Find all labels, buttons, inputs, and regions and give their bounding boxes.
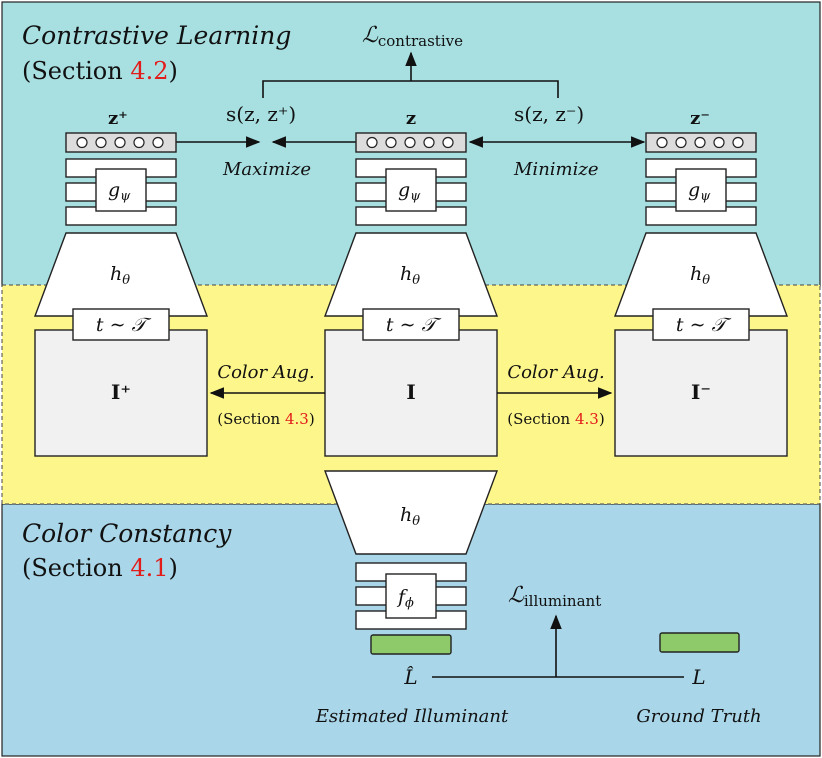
negative-embedding-unit xyxy=(732,136,744,149)
positive-branch: z⁺ gψ hθ t ∼ 𝒯 I⁺ xyxy=(33,108,209,457)
estimated-illuminant-swatch xyxy=(370,634,452,655)
positive-image-label: I⁺ xyxy=(111,380,131,404)
color-aug-section-right: (Section 4.3) xyxy=(507,410,604,428)
constancy-head-label: fϕ xyxy=(396,586,414,611)
negative-projection-head xyxy=(675,168,727,212)
anchor-encoder xyxy=(323,232,499,317)
estimate-symbol: L̂ xyxy=(403,665,417,689)
anchor-encoder-label: hθ xyxy=(400,263,420,288)
negative-projection-label: gψ xyxy=(688,179,711,204)
positive-transform-box xyxy=(72,308,170,341)
anchor-projection-head xyxy=(385,168,437,212)
constancy-head xyxy=(385,573,437,619)
positive-projection-label: gψ xyxy=(108,179,131,204)
constancy-encoder xyxy=(323,470,499,555)
positive-encoder-label: hθ xyxy=(110,263,130,288)
anchor-branch: z gψ hθ t ∼ 𝒯 I xyxy=(323,108,499,457)
similarity-positive-label: s(z, z⁺) xyxy=(226,102,296,126)
section-ref-4-1: 4.1 xyxy=(130,554,168,582)
color-aug-section-left: (Section 4.3) xyxy=(217,410,314,428)
section-ref-4-3: 4.3 xyxy=(575,410,599,428)
loss-contrastive-label: ℒcontrastive xyxy=(362,23,463,50)
constancy-encoder-label: hθ xyxy=(400,504,420,529)
section-ref-4-2: 4.2 xyxy=(130,57,168,85)
anchor-embedding-unit xyxy=(404,136,416,149)
negative-transform-label: t ∼ 𝒯 xyxy=(676,314,732,336)
negative-embedding-unit xyxy=(656,136,668,149)
negative-transform-box xyxy=(652,308,750,341)
truth-symbol: L xyxy=(691,665,705,689)
section-ref-4-3: 4.3 xyxy=(285,410,309,428)
estimated-illuminant-caption: Estimated Illuminant xyxy=(315,706,509,727)
anchor-embedding-unit xyxy=(423,136,435,149)
anchor-embedding-label: z xyxy=(406,108,416,129)
ground-truth-swatch xyxy=(659,632,740,653)
loss-contrastive-bracket xyxy=(262,80,559,98)
minimize-label: Minimize xyxy=(513,159,599,180)
contrastive-region-title: Contrastive Learning xyxy=(22,21,291,50)
negative-input-image xyxy=(614,329,788,457)
anchor-input-image xyxy=(324,329,498,457)
loss-illuminant-label: ℒilluminant xyxy=(508,583,601,610)
color-aug-label-right: Color Aug. xyxy=(507,362,604,383)
ground-truth-caption: Ground Truth xyxy=(636,706,761,727)
negative-embedding-label: z⁻ xyxy=(690,108,710,129)
positive-embedding-unit xyxy=(114,136,126,149)
anchor-embedding-unit xyxy=(442,136,454,149)
positive-embedding-unit xyxy=(76,136,88,149)
color-aug-label-left: Color Aug. xyxy=(217,362,314,383)
similarity-negative-label: s(z, z⁻) xyxy=(514,102,584,126)
positive-transform-label: t ∼ 𝒯 xyxy=(96,314,152,336)
positive-input-image xyxy=(34,329,208,457)
positive-embedding-label: z⁺ xyxy=(108,108,128,129)
negative-embedding-unit xyxy=(713,136,725,149)
negative-image-label: I⁻ xyxy=(691,380,711,404)
positive-embedding-unit xyxy=(152,136,164,149)
anchor-transform-box xyxy=(362,308,460,341)
positive-embedding-unit xyxy=(133,136,145,149)
positive-projection-head xyxy=(95,168,147,212)
contrastive-region-section: (Section 4.2) xyxy=(22,57,178,85)
anchor-transform-label: t ∼ 𝒯 xyxy=(386,314,442,336)
anchor-image-label: I xyxy=(406,380,415,404)
anchor-embedding-unit xyxy=(366,136,378,149)
negative-embedding-unit xyxy=(694,136,706,149)
negative-encoder xyxy=(613,232,789,317)
maximize-label: Maximize xyxy=(222,159,311,180)
color-constancy-region-title: Color Constancy xyxy=(22,519,232,548)
color-constancy-branch: hθ fϕ L̂ L ℒilluminant Estimated Illumin… xyxy=(315,470,762,727)
negative-embedding-unit xyxy=(675,136,687,149)
positive-encoder xyxy=(33,232,209,317)
negative-branch: z⁻ gψ hθ t ∼ 𝒯 I⁻ xyxy=(613,108,789,457)
negative-encoder-label: hθ xyxy=(690,263,710,288)
anchor-embedding-unit xyxy=(385,136,397,149)
anchor-projection-label: gψ xyxy=(398,179,421,204)
color-constancy-region-section: (Section 4.1) xyxy=(22,554,178,582)
positive-embedding-unit xyxy=(95,136,107,149)
